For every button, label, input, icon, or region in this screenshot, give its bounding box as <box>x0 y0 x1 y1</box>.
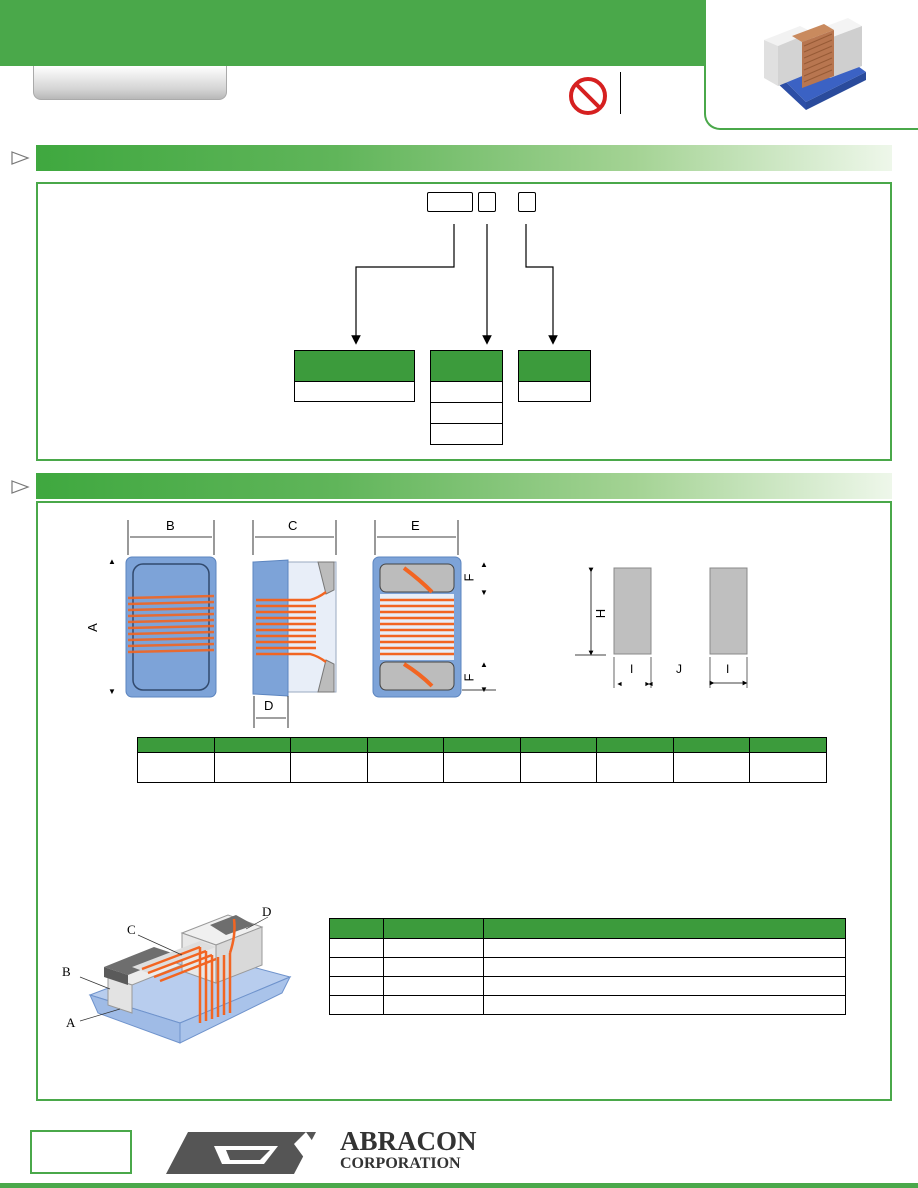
construction-table-header <box>383 918 484 939</box>
ordering-table-inductance-cell <box>430 402 503 424</box>
construction-table-cell <box>483 938 846 958</box>
dimensions-table-header <box>672 737 751 753</box>
construction-table-cell <box>329 976 384 996</box>
code-box-value <box>478 192 496 212</box>
code-box-tolerance <box>518 192 536 212</box>
ordering-connector-arrows <box>351 224 558 345</box>
construction-table-cell <box>383 976 484 996</box>
construction-table <box>329 918 846 1015</box>
dimensions-table-header <box>290 737 368 753</box>
construction-table-cell <box>329 957 384 977</box>
dimensions-table-cell <box>672 752 751 783</box>
construction-label-b: B <box>62 964 71 979</box>
svg-text:▼: ▼ <box>480 588 488 597</box>
dimensions-table-header <box>443 737 521 753</box>
dim-label-a: A <box>84 623 100 632</box>
dim-label-f-bottom: F <box>461 673 477 682</box>
dim-label-i-right: I <box>726 662 730 676</box>
svg-text:▼: ▼ <box>480 685 488 694</box>
dimensions-table-cell <box>366 752 445 783</box>
dimensions-table-header <box>137 737 215 753</box>
table-row <box>137 752 827 783</box>
construction-table-cell <box>483 995 846 1015</box>
table-row <box>329 957 846 977</box>
svg-text:▲: ▲ <box>480 660 488 669</box>
dimensions-table-header <box>596 737 674 753</box>
section-bar-ordering <box>36 145 892 171</box>
dimensions-table-header-row <box>137 737 827 753</box>
construction-table-cell <box>383 995 484 1015</box>
dimensions-table-header <box>749 737 827 753</box>
svg-text:▼: ▼ <box>108 687 116 696</box>
construction-table-header <box>329 918 384 939</box>
ordering-table-series <box>294 350 415 402</box>
ordering-table-series-cell <box>294 381 415 402</box>
inductor-photo <box>764 18 866 110</box>
dimensions-table-cell <box>443 752 521 783</box>
dim-label-f-top: F <box>461 573 477 582</box>
dimensions-table-header <box>519 737 598 753</box>
footer-box <box>30 1130 132 1174</box>
svg-text:▲: ▲ <box>108 557 116 566</box>
company-name-line2: CORPORATION <box>340 1155 461 1172</box>
dimensions-table-cell <box>137 752 215 783</box>
svg-text:▲: ▲ <box>480 560 488 569</box>
abracon-logo-mark <box>166 1132 336 1174</box>
svg-text:◄: ◄ <box>647 681 654 688</box>
construction-table-cell <box>483 957 846 977</box>
construction-table-cell <box>329 995 384 1015</box>
footer-rule <box>0 1183 918 1188</box>
section-arrow-icon <box>10 479 30 500</box>
dimensions-table-cell <box>519 752 598 783</box>
ordering-table-inductance-cell <box>430 381 503 403</box>
construction-table-cell <box>383 938 484 958</box>
header-band <box>0 0 708 66</box>
company-name: ABRACON CORPORATION <box>340 1128 480 1172</box>
construction-table-header-row <box>329 918 846 939</box>
section-bar-dimensions <box>36 473 892 499</box>
ordering-table-inductance-cell <box>430 423 503 445</box>
construction-table-cell <box>483 976 846 996</box>
dimensions-table-cell <box>290 752 368 783</box>
ordering-table-tolerance <box>518 350 591 402</box>
subtitle-tab <box>33 66 227 100</box>
dimensions-table-cell <box>749 752 827 783</box>
section-arrow-icon <box>10 150 30 171</box>
construction-label-a: A <box>66 1015 76 1030</box>
dim-label-j: J <box>676 662 682 676</box>
dimensions-table-header <box>366 737 445 753</box>
construction-label-d: D <box>262 904 272 919</box>
ordering-table-series-header <box>294 350 415 382</box>
dim-label-e: E <box>411 518 420 533</box>
dim-label-d: D <box>264 698 274 713</box>
dimension-drawing: ▲ ▼ <box>108 520 748 728</box>
construction-table-cell <box>329 938 384 958</box>
table-row <box>329 938 846 958</box>
dim-label-c: C <box>288 518 298 533</box>
dimensions-table-cell <box>596 752 674 783</box>
table-row <box>329 976 846 996</box>
construction-label-c: C <box>127 922 136 937</box>
dimensions-table <box>137 737 827 783</box>
product-photo-frame <box>704 0 918 130</box>
dimensions-table-header <box>213 737 292 753</box>
ordering-table-tolerance-header <box>518 350 591 382</box>
dim-label-h: H <box>593 608 609 619</box>
svg-text:◄: ◄ <box>616 681 623 688</box>
svg-text:►: ► <box>644 681 651 688</box>
table-row <box>329 995 846 1015</box>
dim-label-i-left: I <box>630 662 634 676</box>
construction-table-header <box>483 918 846 939</box>
ordering-table-inductance <box>430 350 503 445</box>
dimensions-table-cell <box>213 752 292 783</box>
construction-illustration <box>79 914 292 1044</box>
dim-label-b: B <box>166 518 175 533</box>
code-box-series <box>427 192 473 212</box>
rohs-divider <box>620 72 621 114</box>
ordering-table-tolerance-cell <box>518 381 591 402</box>
ordering-table-inductance-header <box>430 350 503 382</box>
construction-table-cell <box>383 957 484 977</box>
rohs-circle-slash-icon <box>568 76 608 121</box>
company-name-line1: ABRACON <box>340 1126 477 1156</box>
